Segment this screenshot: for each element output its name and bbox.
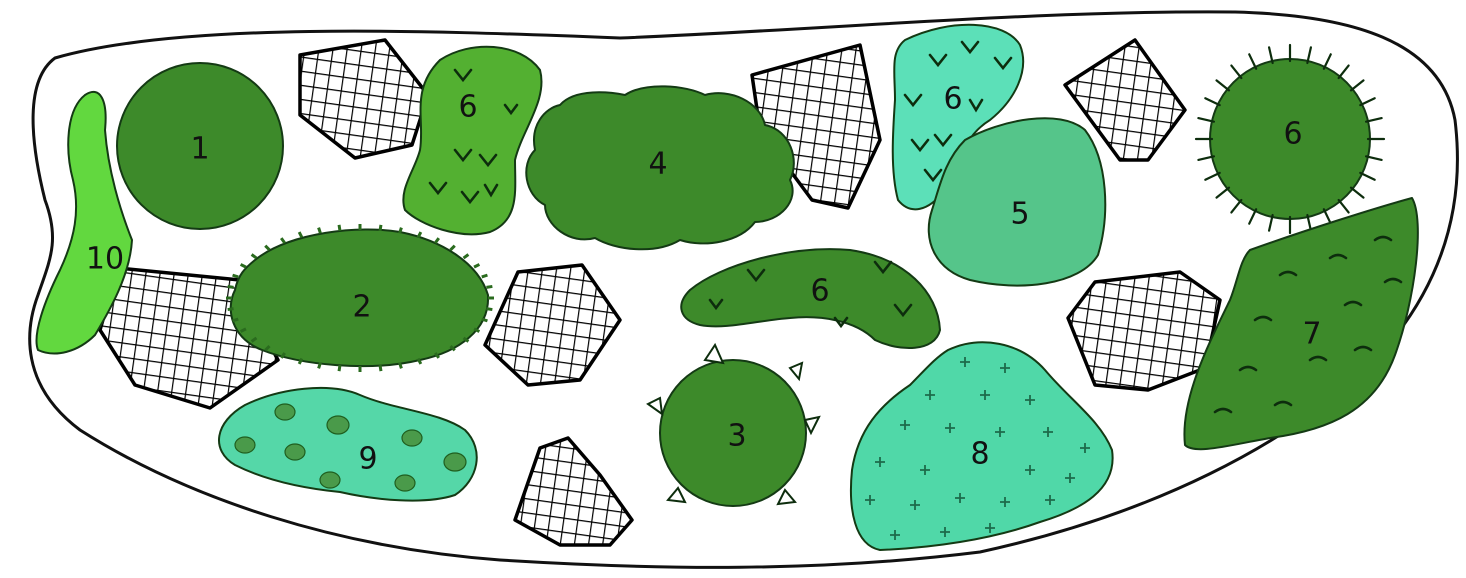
fringe-tick bbox=[228, 309, 234, 310]
plant-label: 10 bbox=[86, 242, 124, 277]
plant-label: 9 bbox=[358, 442, 377, 477]
fringe-tick bbox=[482, 275, 488, 277]
plant-label: 6 bbox=[943, 82, 962, 117]
fringe-tick bbox=[319, 228, 321, 234]
plant-label: 8 bbox=[970, 437, 989, 472]
fringe-tick bbox=[339, 225, 340, 231]
fringe-tick bbox=[339, 365, 340, 371]
plant-label: 1 bbox=[190, 132, 209, 167]
fringe-tick bbox=[400, 228, 402, 234]
fringe-tick bbox=[233, 275, 239, 277]
plant-label: 2 bbox=[352, 290, 371, 325]
plant-label: 4 bbox=[648, 147, 667, 182]
plant-label: 6 bbox=[810, 274, 829, 309]
fringe-tick bbox=[482, 319, 488, 321]
fringe-tick bbox=[400, 363, 402, 369]
fringe-tick bbox=[319, 363, 321, 369]
fringe-tick bbox=[380, 365, 381, 371]
plant-label: 6 bbox=[458, 90, 477, 125]
fringe-tick bbox=[380, 225, 381, 231]
fringe-tick bbox=[233, 319, 239, 321]
fringe-tick bbox=[228, 286, 234, 287]
plant-label: 5 bbox=[1010, 197, 1029, 232]
plant-label: 6 bbox=[1283, 117, 1302, 152]
plant-label: 7 bbox=[1302, 317, 1321, 352]
fringe-tick bbox=[486, 286, 492, 287]
fringe-tick bbox=[486, 309, 492, 310]
plant-label: 3 bbox=[727, 419, 746, 454]
